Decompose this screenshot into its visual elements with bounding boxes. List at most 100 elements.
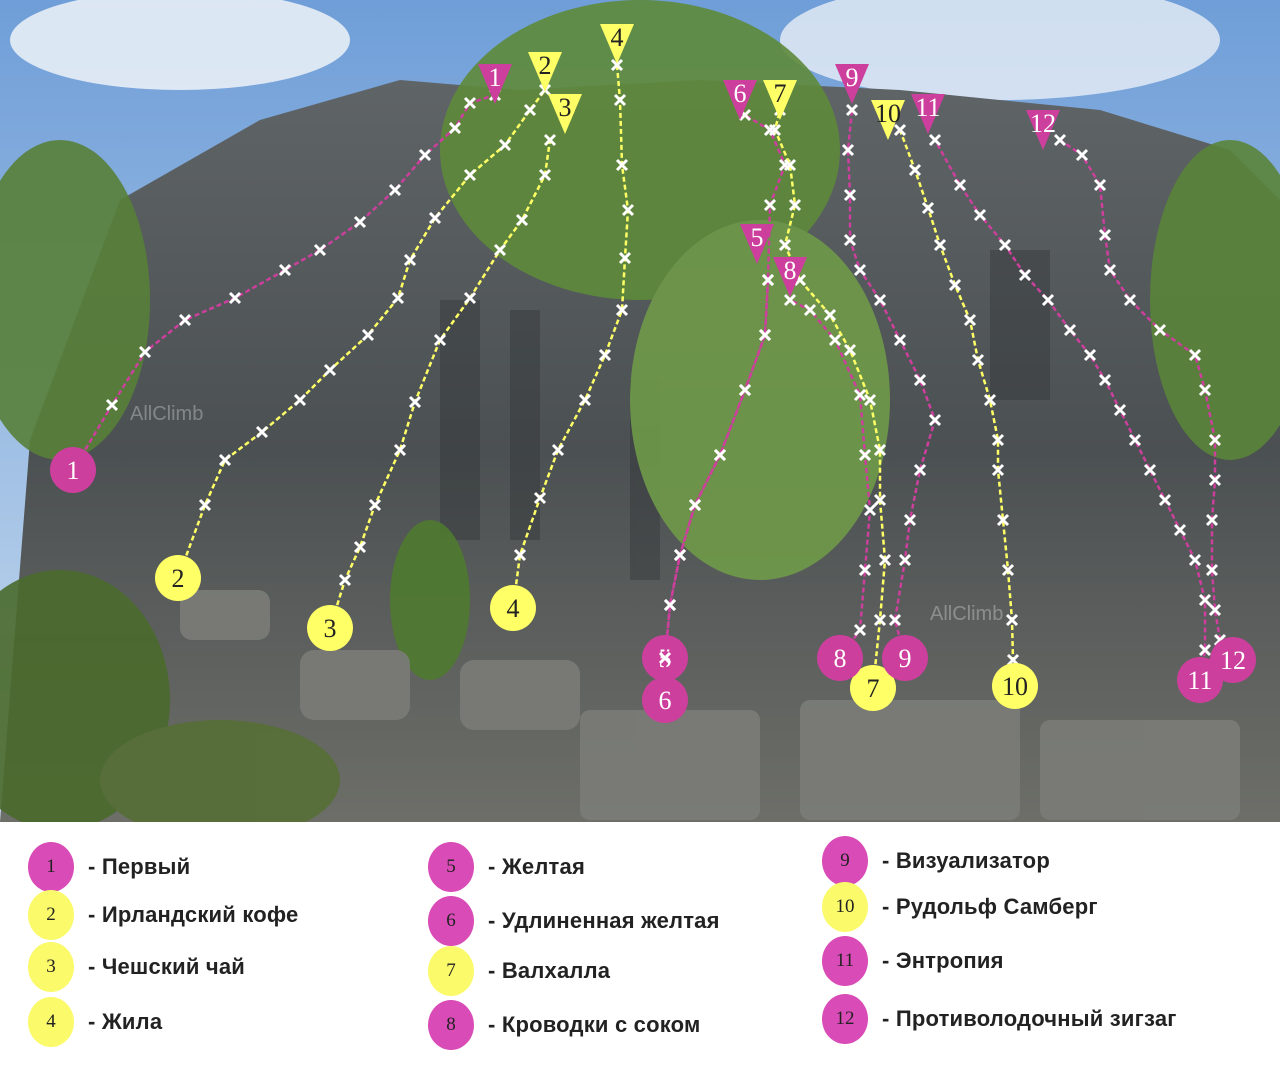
legend-item-2: 2- Ирландский кофе xyxy=(28,890,298,940)
bolt-marker xyxy=(763,198,777,212)
route-top-number: 3 xyxy=(559,93,572,122)
route-start-number: 12 xyxy=(1220,646,1246,675)
route-start-circle xyxy=(817,635,863,681)
bolt-marker xyxy=(228,291,242,305)
legend-route-name: - Валхалла xyxy=(488,958,611,983)
bolt-marker xyxy=(843,343,857,357)
route-top-triangle xyxy=(763,80,797,120)
crag-photo: AllClimb AllClimb 1122334455667788991010… xyxy=(0,0,1280,822)
bolt-marker xyxy=(1205,563,1219,577)
route-8: 88 xyxy=(773,256,877,681)
legend-route-name: - Рудольф Самберг xyxy=(882,894,1098,919)
bolt-marker xyxy=(761,273,775,287)
bolt-marker xyxy=(991,463,1005,477)
route-line xyxy=(511,64,630,609)
legend-item-11: 11- Энтропия xyxy=(822,936,1004,986)
bolt-marker xyxy=(983,393,997,407)
bolt-marker xyxy=(713,448,727,462)
bolt-marker xyxy=(1041,293,1055,307)
route-start-circle xyxy=(850,665,896,711)
bolt-marker xyxy=(858,563,872,577)
bolt-marker xyxy=(928,413,942,427)
bolt-marker xyxy=(1158,493,1172,507)
route-top-triangle xyxy=(723,80,757,120)
route-start-number: 10 xyxy=(1002,672,1028,701)
legend-route-name: - Первый xyxy=(88,854,191,879)
bolt-marker xyxy=(618,251,632,265)
route-top-number: 8 xyxy=(784,256,797,285)
route-2: 22 xyxy=(155,51,562,601)
bolt-marker xyxy=(973,208,987,222)
bolt-marker xyxy=(538,168,552,182)
legend-route-name: - Чешский чай xyxy=(88,954,246,979)
bolt-marker xyxy=(921,201,935,215)
bolt-marker xyxy=(953,178,967,192)
route-start-circle xyxy=(642,677,688,723)
route-start-number: 11 xyxy=(1187,666,1212,695)
bolt-marker xyxy=(498,138,512,152)
route-top-triangle xyxy=(478,64,512,104)
route-top-triangle xyxy=(1026,110,1060,150)
bolt-marker xyxy=(1208,473,1222,487)
bolt-marker xyxy=(1208,433,1222,447)
bolt-marker xyxy=(673,548,687,562)
legend-route-badge: 2 xyxy=(28,890,74,940)
bolt-marker xyxy=(1198,383,1212,397)
route-9: 99 xyxy=(835,63,942,681)
route-line xyxy=(898,129,1017,687)
bolt-marker xyxy=(615,158,629,172)
bolt-marker xyxy=(873,443,887,457)
watermark: AllClimb xyxy=(130,403,203,425)
bolt-marker xyxy=(515,213,529,227)
legend-route-badge: 10 xyxy=(822,882,868,932)
bolt-marker xyxy=(523,103,537,117)
route-top-triangle xyxy=(528,52,562,92)
bolt-marker xyxy=(621,203,635,217)
bolt-marker xyxy=(788,198,802,212)
route-start-circle xyxy=(50,447,96,493)
bolt-marker xyxy=(1093,178,1107,192)
bolt-marker xyxy=(823,308,837,322)
bolt-marker xyxy=(893,123,907,137)
bolt-marker xyxy=(1198,643,1212,657)
legend-route-badge: 5 xyxy=(428,842,474,892)
bolt-marker xyxy=(658,651,672,665)
bolt-marker xyxy=(783,158,797,172)
bolt-marker xyxy=(908,163,922,177)
bolt-marker xyxy=(863,503,877,517)
bolt-marker xyxy=(853,263,867,277)
route-overlay: 112233445566778899101011111212 xyxy=(50,23,1256,723)
legend-route-name: - Кроводки с соком xyxy=(488,1012,701,1037)
bolt-marker xyxy=(948,278,962,292)
legend-route-name: - Желтая xyxy=(488,854,585,879)
bolt-marker xyxy=(1205,513,1219,527)
route-line xyxy=(328,139,552,629)
route-top-triangle xyxy=(740,224,774,264)
route-line xyxy=(1059,138,1235,661)
route-3: 33 xyxy=(307,93,582,651)
legend-route-badge: 4 xyxy=(28,997,74,1047)
bolt-marker xyxy=(1083,348,1097,362)
bolt-marker xyxy=(1018,268,1032,282)
bolt-marker xyxy=(688,498,702,512)
route-top-number: 4 xyxy=(611,23,624,52)
bolt-marker xyxy=(1188,348,1202,362)
bolt-marker xyxy=(1053,133,1067,147)
route-7: 77 xyxy=(763,79,896,711)
legend-item-8: 8- Кроводки с соком xyxy=(428,1000,701,1050)
route-start-number: 7 xyxy=(867,674,880,703)
bolt-marker xyxy=(448,121,462,135)
bolt-marker xyxy=(1098,228,1112,242)
bolt-marker xyxy=(738,383,752,397)
legend-item-12: 12- Противолодочный зигзаг xyxy=(822,994,1177,1044)
bolt-marker xyxy=(1075,148,1089,162)
bolt-marker xyxy=(1198,593,1212,607)
bolt-marker xyxy=(313,243,327,257)
legend-route-name: - Удлиненная желтая xyxy=(488,908,720,933)
bolt-marker xyxy=(293,393,307,407)
bolt-marker xyxy=(998,238,1012,252)
bolt-marker xyxy=(913,463,927,477)
